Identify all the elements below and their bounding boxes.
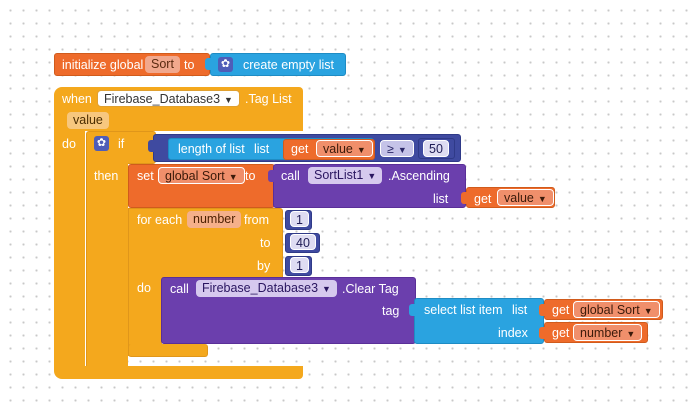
clear-tag-param-label: tag: [382, 304, 400, 318]
get-value-dropdown-2[interactable]: value▼: [497, 189, 554, 206]
for-each-bottom: [128, 344, 208, 357]
when-event-bottom: [54, 366, 303, 379]
by-number-field[interactable]: 1: [290, 257, 309, 273]
for-each-label: for each: [137, 213, 183, 227]
for-each-var-name[interactable]: number: [187, 211, 242, 228]
for-each-do-label: do: [137, 281, 151, 295]
when-event-label: .Tag List: [245, 92, 292, 106]
compare-operator-dropdown[interactable]: ≥▼: [380, 140, 414, 157]
get-global-sort-dropdown[interactable]: global Sort▼: [573, 301, 660, 318]
when-component-text: Firebase_Database3: [104, 92, 221, 106]
number-50-text: 50: [429, 142, 443, 156]
get-global-sort-label: get: [552, 303, 570, 317]
chevron-down-icon: ▼: [224, 95, 233, 105]
number-50-field[interactable]: 50: [423, 140, 449, 157]
set-global-sort-block[interactable]: [128, 164, 275, 208]
call-clear-tag-label: call: [170, 282, 189, 296]
when-param-text: value: [73, 113, 103, 127]
gear-icon[interactable]: ✿: [218, 57, 233, 72]
for-each-to-label: to: [260, 236, 271, 250]
length-of-list-label: length of list: [178, 142, 245, 156]
get-global-sort-text: global Sort: [580, 303, 640, 317]
if-label: if: [118, 137, 125, 151]
for-each-var-text: number: [193, 212, 236, 226]
chevron-down-icon: ▼: [643, 306, 653, 316]
init-label: initialize global: [62, 58, 144, 72]
chevron-down-icon: ▼: [228, 172, 238, 182]
operator-text: ≥: [387, 142, 394, 156]
get-global-sort-notch: [539, 304, 545, 316]
get-value-text-2: value: [504, 191, 534, 205]
init-var-name[interactable]: Sort: [145, 56, 180, 73]
if-block-spine: [86, 160, 128, 366]
call-sortlist-notch: [268, 170, 274, 182]
to-number-field[interactable]: 40: [290, 234, 316, 250]
sortlist-list-param: list: [433, 192, 449, 206]
when-do-label: do: [62, 137, 76, 151]
create-empty-list-label: create empty list: [243, 58, 335, 72]
get-label-2: get: [474, 192, 492, 206]
when-param-value[interactable]: value: [67, 112, 109, 129]
clear-tag-component-text: Firebase_Database3: [202, 281, 319, 295]
set-var-text: global Sort: [165, 169, 225, 183]
get-number-notch: [539, 327, 545, 339]
get-value-text: value: [323, 142, 353, 156]
get-value-notch-2: [461, 192, 467, 204]
from-number-field[interactable]: 1: [290, 211, 309, 227]
select-list-param: list: [512, 303, 528, 317]
by-number-text: 1: [296, 259, 303, 273]
select-list-item-notch: [409, 304, 415, 316]
select-index-param: index: [498, 326, 528, 340]
sortlist-component-text: SortList1: [314, 168, 364, 182]
from-number-text: 1: [296, 213, 303, 227]
get-number-label: get: [552, 326, 570, 340]
init-to-label: to: [184, 58, 195, 72]
compare-notch: [148, 140, 154, 152]
for-each-spine: [128, 276, 162, 356]
chevron-down-icon: ▼: [322, 284, 331, 294]
set-label: set: [137, 169, 154, 183]
to-number-text: 40: [296, 236, 310, 250]
set-to-label: to: [245, 169, 256, 183]
if-gear-icon[interactable]: ✿: [94, 136, 109, 151]
chevron-down-icon: ▼: [537, 194, 547, 204]
chevron-down-icon: ▼: [397, 145, 407, 155]
when-label: when: [62, 92, 92, 106]
then-label: then: [94, 169, 119, 183]
call-sortlist-label: call: [281, 169, 300, 183]
set-var-dropdown[interactable]: global Sort▼: [158, 167, 245, 184]
clear-tag-component-dropdown[interactable]: Firebase_Database3▼: [196, 280, 337, 297]
get-label: get: [291, 142, 309, 156]
for-each-from-label: from: [244, 213, 269, 227]
length-list-param: list: [254, 142, 270, 156]
for-each-by-label: by: [257, 259, 271, 273]
get-value-dropdown[interactable]: value▼: [316, 140, 373, 157]
get-number-text: number: [580, 326, 623, 340]
chevron-down-icon: ▼: [626, 329, 636, 339]
create-empty-list-notch: [205, 58, 211, 70]
when-event-spine: [54, 130, 85, 370]
sortlist-component-dropdown[interactable]: SortList1▼: [308, 167, 383, 184]
clear-tag-method-label: .Clear Tag: [342, 282, 399, 296]
sortlist-method-label: .Ascending: [388, 169, 450, 183]
select-list-item-block[interactable]: [414, 298, 544, 344]
select-list-item-label: select list item: [424, 303, 503, 317]
when-component-dropdown[interactable]: Firebase_Database3▼: [97, 90, 240, 107]
get-number-dropdown[interactable]: number▼: [573, 324, 643, 341]
init-var-text: Sort: [151, 57, 174, 71]
chevron-down-icon: ▼: [356, 145, 366, 155]
chevron-down-icon: ▼: [367, 171, 377, 181]
